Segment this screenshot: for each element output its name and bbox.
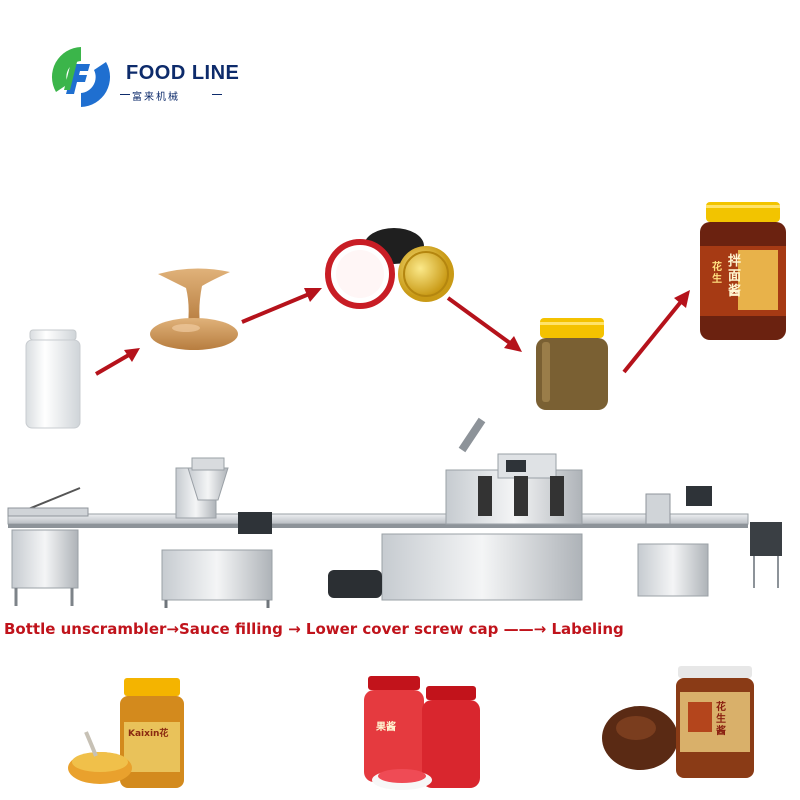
production-line-image [6,410,796,615]
sauce-jar-label: 花生酱 [716,702,726,737]
jam-jars-image: 果酱 [362,672,492,794]
brand-logo [48,44,114,110]
jar-title: 拌面酱 [728,254,742,299]
brand-name: FOOD LINE [126,62,240,84]
divider [212,94,222,95]
labeled-jar-image: 拌面酱 花生 [698,202,788,342]
step-capping: Lower cover screw cap [305,620,499,638]
arrow-icon [622,290,690,374]
step-filling: Sauce filling [178,620,283,638]
peanut-jar-image [534,318,610,417]
step-labeling: Labeling [551,620,624,638]
step-separator: → [288,620,301,638]
sauce-jar-image: 花生酱 [596,662,764,782]
step-unscrambler: Bottle unscrambler [4,620,167,638]
process-caption: Bottle unscrambler→Sauce filling → Lower… [4,620,796,638]
lids-image [324,226,454,315]
arrow-icon [94,348,140,376]
empty-bottle-image [24,328,82,435]
chili-jar-image: Kaixin花 [66,672,206,792]
chili-jar-label: Kaixin花 [128,729,169,739]
jar-subtitle: 花生 [712,262,722,285]
food-line-logo-icon [51,47,111,107]
brand-subtitle: 富来机械 [132,92,180,103]
divider [120,94,130,95]
step-separator: ——→ [503,620,547,638]
step-separator: → [166,620,179,638]
arrow-icon [446,296,522,352]
jam-label: 果酱 [376,722,396,733]
sauce-pour-image [146,266,242,359]
arrow-icon [241,288,322,324]
